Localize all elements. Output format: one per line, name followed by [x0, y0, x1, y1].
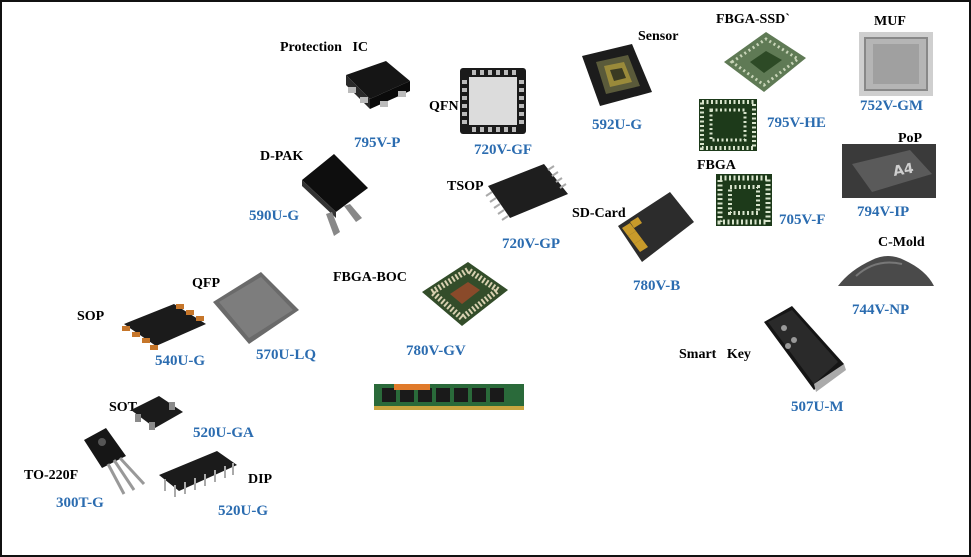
- dip-code: 520U-G: [218, 503, 268, 519]
- protection-ic-label: Protection IC: [280, 40, 368, 55]
- smart-key-code: 507U-M: [791, 399, 844, 415]
- d-pak-transistor-icon: [302, 154, 368, 236]
- memory-module-icon: [374, 384, 524, 410]
- smart-key-fob-icon: [764, 306, 846, 392]
- muf-label: MUF: [874, 14, 906, 29]
- fbga-boc-chip-icon: [422, 262, 508, 326]
- qfn-label: QFN: [429, 99, 459, 114]
- sot-code: 520U-GA: [193, 425, 254, 441]
- pop-label: PoP: [898, 131, 923, 146]
- pop-chip-text: A4: [892, 161, 915, 180]
- sd-card-chip-icon: [618, 192, 694, 262]
- smart-key-label: Smart Key: [679, 347, 751, 362]
- d-pak-code: 590U-G: [249, 208, 299, 224]
- fbga-ssd-bottom-icon: [699, 99, 757, 151]
- protection-ic-chip-icon: [346, 61, 410, 109]
- dip-chip-icon: [159, 451, 237, 497]
- fbga-code: 705V-F: [779, 212, 826, 228]
- sop-label: SOP: [77, 309, 105, 324]
- qfp-label: QFP: [192, 276, 220, 291]
- pop-code: 794V-IP: [857, 204, 910, 220]
- fbga-ssd-label: FBGA-SSD`: [716, 12, 790, 27]
- qfn-chip-icon: [460, 68, 526, 134]
- sot-transistor-icon: [131, 396, 183, 430]
- fbga-label: FBGA: [697, 158, 736, 173]
- muf-chip-icon: [859, 32, 933, 96]
- protection-ic-code: 795V-P: [354, 135, 401, 151]
- sop-code: 540U-G: [155, 353, 205, 369]
- tsop-code: 720V-GP: [502, 236, 561, 252]
- sot-label: SOT: [109, 400, 138, 415]
- qfn-code: 720V-GF: [474, 142, 533, 158]
- to-220f-transistor-icon: [84, 428, 146, 495]
- pop-processor-icon: A4: [842, 144, 936, 198]
- sd-card-label: SD-Card: [572, 206, 626, 221]
- d-pak-label: D-PAK: [260, 149, 304, 164]
- fbga-chip-icon: [716, 174, 772, 226]
- fbga-boc-code: 780V-GV: [406, 343, 466, 359]
- sensor-code: 592U-G: [592, 117, 642, 133]
- mold-compound-powder-icon: [838, 256, 934, 286]
- to-220f-label: TO-220F: [24, 468, 79, 483]
- fbga-boc-label: FBGA-BOC: [333, 270, 407, 285]
- fbga-ssd-code: 795V-HE: [767, 115, 826, 131]
- c-mold-label: C-Mold: [878, 235, 925, 250]
- sensor-label: Sensor: [638, 29, 679, 44]
- c-mold-code: 744V-NP: [852, 302, 910, 318]
- sd-card-code: 780V-B: [633, 278, 681, 294]
- muf-code: 752V-GM: [860, 98, 924, 114]
- qfp-code: 570U-LQ: [256, 347, 316, 363]
- qfp-chip-icon: [213, 272, 299, 344]
- fbga-ssd-chip-icon: [724, 32, 806, 92]
- tsop-label: TSOP: [447, 179, 484, 194]
- to-220f-code: 300T-G: [56, 495, 104, 511]
- tsop-chip-icon: [485, 164, 568, 221]
- image-sensor-icon: [582, 44, 652, 106]
- dip-label: DIP: [248, 472, 273, 487]
- sop-chip-icon: [122, 304, 206, 350]
